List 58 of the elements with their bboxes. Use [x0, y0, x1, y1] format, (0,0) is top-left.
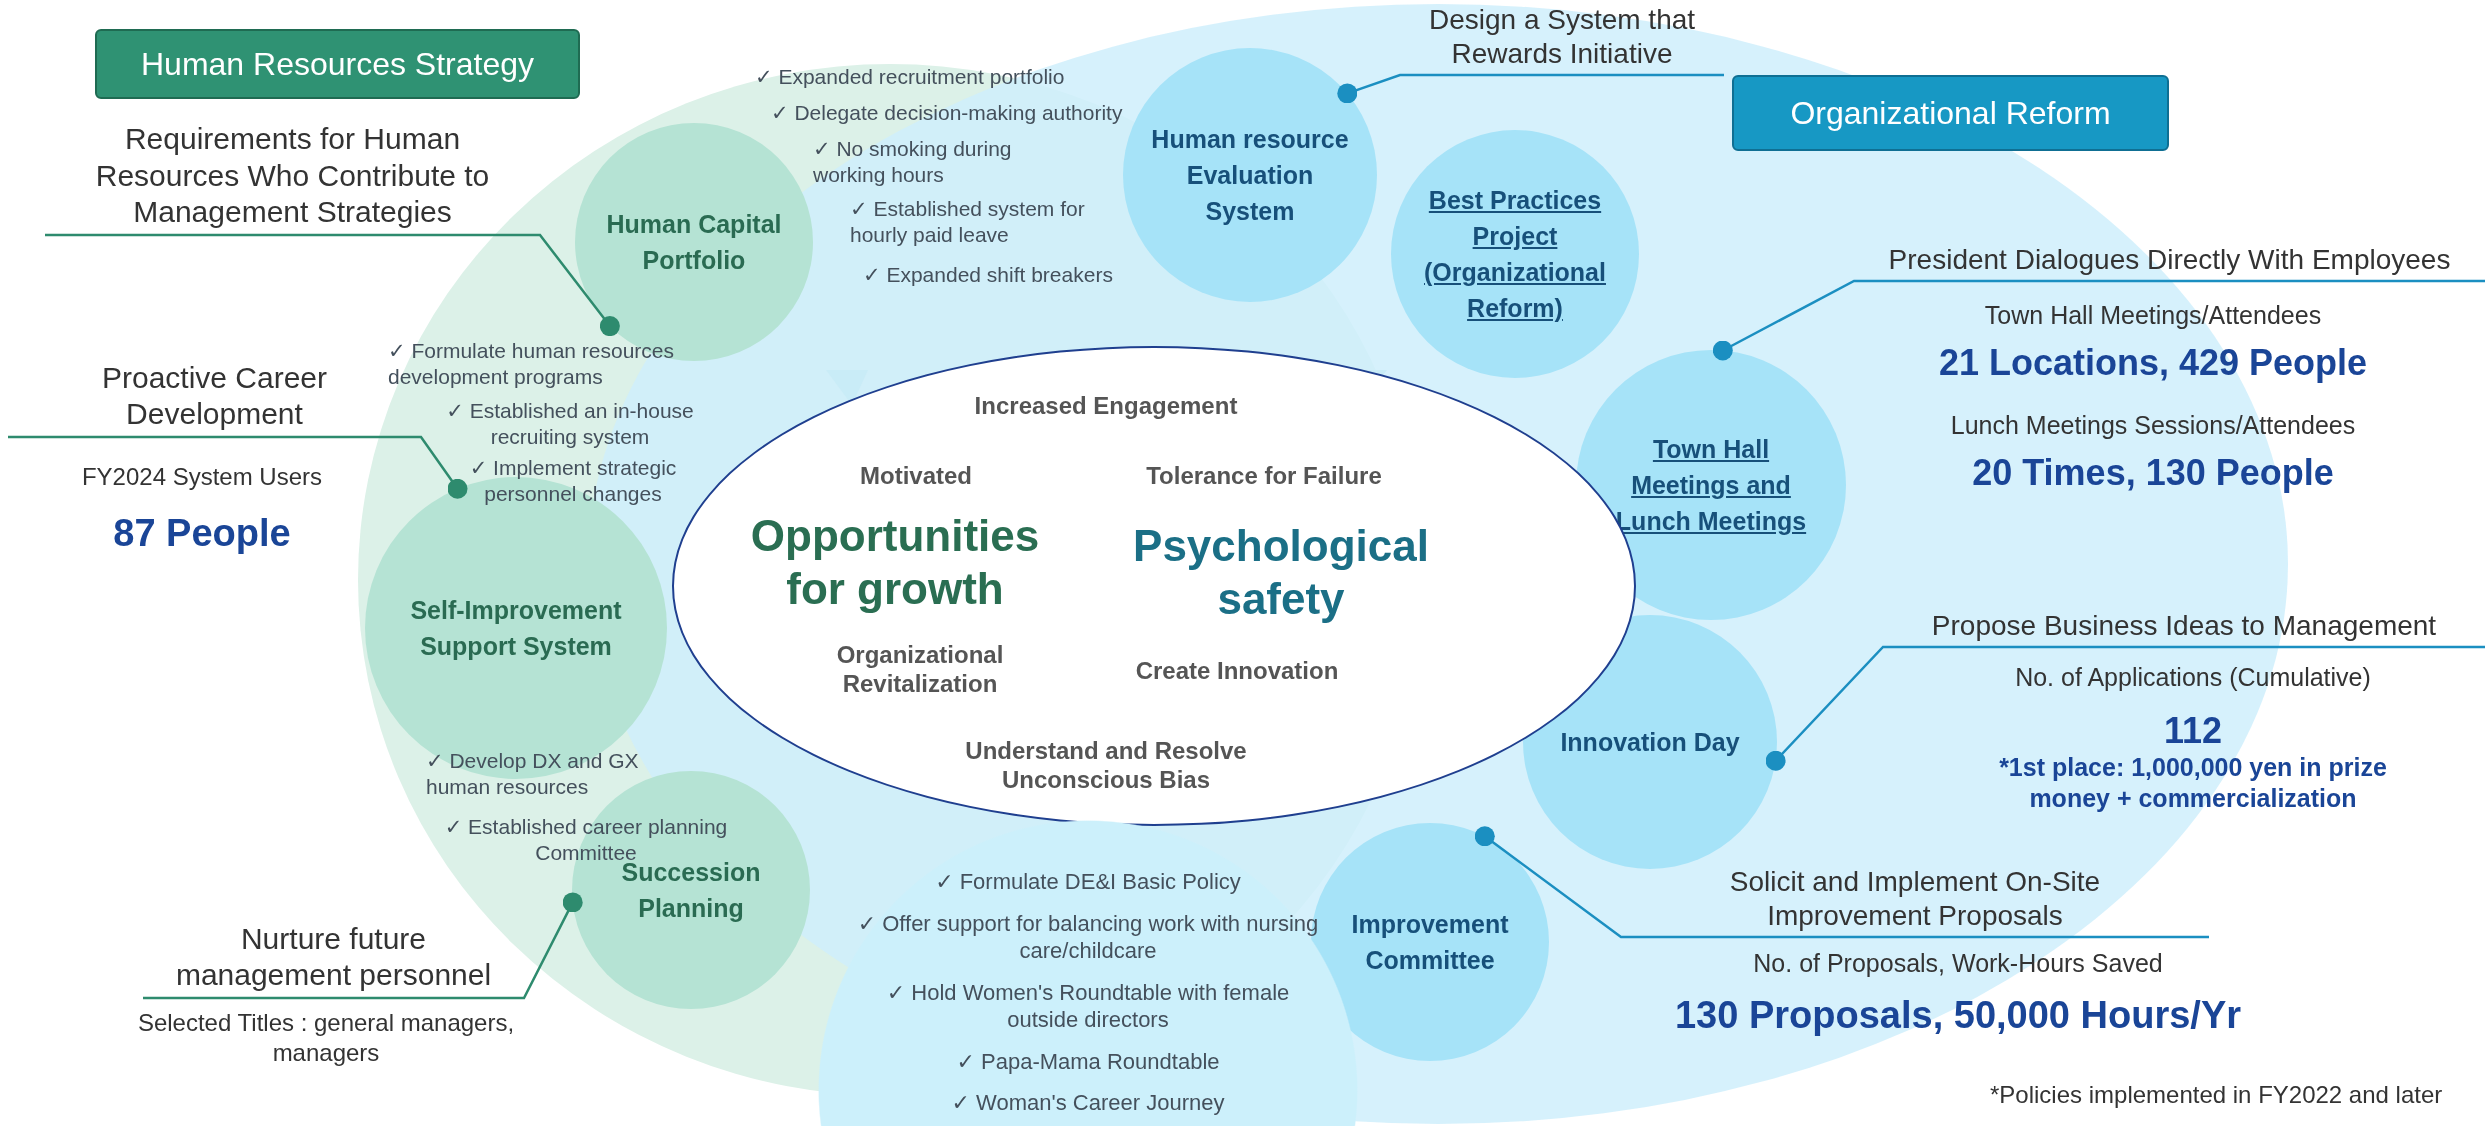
leader-line: [1474, 826, 2209, 939]
callout-text: Requirements for Human Resources Who Contribute to Management Strategies: [94, 121, 491, 231]
stat-caption: Selected Titles : general managers, managers: [136, 1008, 516, 1068]
core-value: Organizational Revitalization: [835, 641, 1005, 699]
section-banner: Organizational Reform: [1732, 75, 2169, 151]
check-item: ✓ Expanded shift breakers: [863, 262, 1114, 288]
core-value: Tolerance for Failure: [1145, 461, 1383, 491]
stat-caption: Town Hall Meetings/Attendees: [1983, 300, 2323, 331]
stat-value: 21 Locations, 429 People: [1937, 341, 2369, 385]
stat-value: 20 Times, 130 People: [1971, 451, 2335, 495]
topic-label: Best Practices Project (Organizational Reform): [1423, 184, 1607, 325]
leader-line: [45, 233, 620, 337]
topic-label: Improvement Committee: [1350, 908, 1510, 976]
check-item: ✓ Implement strategic personnel changes: [468, 455, 678, 508]
core-value: Increased Engagement: [973, 391, 1239, 421]
stat-value: 87 People: [112, 511, 292, 556]
stat-caption: FY2024 System Users: [80, 462, 324, 492]
check-item: ✓ Offer support for balancing work with nursing care/childcare: [856, 909, 1320, 965]
topic-label: Self-Improvement Support System: [409, 594, 623, 662]
leader-line: [1712, 279, 2485, 361]
check-item: ✓ No smoking during working hours: [813, 136, 1013, 189]
core-value-title: Opportunities for growth: [749, 510, 1041, 615]
stat-value: *1st place: 1,000,000 yen in prize money + commercialization: [1998, 752, 2388, 815]
leader-line: [8, 435, 468, 499]
callout-text: Design a System that Rewards Initiative: [1427, 2, 1697, 71]
leader-line: [1765, 645, 2485, 771]
section-banner: Human Resources Strategy: [95, 29, 580, 99]
callout-text: Solicit and Implement On-Site Improvement Proposals: [1728, 864, 2102, 933]
check-item: ✓ Established system for hourly paid leave: [850, 196, 1086, 249]
stat-caption: Lunch Meetings Sessions/Attendees: [1949, 410, 2357, 441]
check-item: ✓ Formulate DE&I Basic Policy: [935, 868, 1241, 896]
callout-text: Proactive Career Development: [100, 359, 329, 433]
stat-value: 130 Proposals, 50,000 Hours/Yr: [1673, 993, 2243, 1038]
check-item: ✓ Develop DX and GX human resources: [426, 748, 640, 801]
topic-label: Human Capital Portfolio: [605, 208, 783, 276]
check-item: ✓ Established an in-house recruiting system: [445, 398, 695, 451]
callout-text: President Dialogues Directly With Employees: [1888, 242, 2451, 277]
callout-text: Propose Business Ideas to Management: [1931, 608, 2437, 643]
leader-line: [143, 892, 583, 1000]
callout-text: Nurture future management personnel: [174, 920, 493, 994]
core-value-title: Psychological safety: [1132, 520, 1430, 625]
core-value: Motivated: [859, 461, 973, 491]
footnote: *Policies implemented in FY2022 and later: [1990, 1080, 2444, 1110]
check-item: ✓ Hold Women's Roundtable with female outside directors: [885, 978, 1291, 1034]
topic-label: Human resource Evaluation System: [1150, 123, 1350, 228]
check-item: ✓ Delegate decision-making authority: [771, 100, 1124, 126]
core-value: Create Innovation: [1134, 656, 1340, 686]
stat-value: 112: [2162, 709, 2224, 753]
check-item: ✓ Papa-Mama Roundtable: [956, 1047, 1220, 1075]
check-item: ✓ Woman's Career Journey: [951, 1089, 1225, 1117]
check-item: ✓ Expanded recruitment portfolio: [755, 64, 1066, 90]
stat-caption: No. of Applications (Cumulative): [2014, 662, 2372, 693]
check-item: ✓ Formulate human resources development programs: [388, 338, 676, 391]
topic-label: Innovation Day: [1560, 726, 1740, 758]
core-value: Understand and Resolve Unconscious Bias: [964, 737, 1248, 795]
stat-caption: No. of Proposals, Work-Hours Saved: [1752, 948, 2164, 979]
topic-label: Town Hall Meetings and Lunch Meetings: [1614, 433, 1808, 538]
leader-line: [1337, 73, 1724, 104]
